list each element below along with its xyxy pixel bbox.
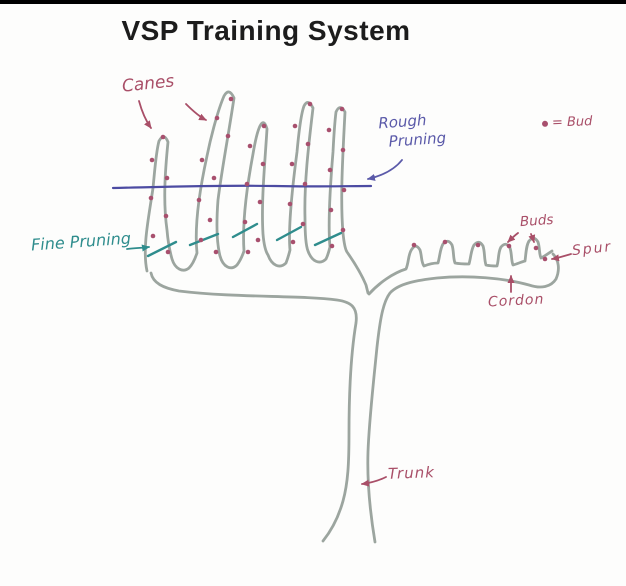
canes-arrow-right: [185, 103, 207, 121]
annotation-arrows: [126, 100, 572, 487]
page-title: VSP Training System: [121, 15, 411, 46]
rough-pruning-label-line1: Rough: [377, 111, 428, 133]
trunk-arrow: [361, 476, 387, 487]
pruning-wire-line: [111, 184, 373, 190]
fine-pruning-arrow: [126, 244, 150, 252]
fine-pruning-cut-marks: [146, 222, 343, 258]
top-border-bar: [0, 0, 626, 4]
bud-dots: [148, 96, 548, 262]
spur-cordon-top-path: [367, 236, 554, 296]
canes-arrow-left: [138, 100, 152, 129]
cordon-label: Cordon: [487, 291, 545, 311]
bud-legend: = Bud: [541, 114, 593, 132]
rough-pruning-label-line2: Pruning: [388, 128, 447, 151]
canes-and-cordon-top-path: [143, 90, 370, 295]
spur-arrow: [551, 253, 572, 262]
bud-dot-icon: [541, 120, 549, 128]
buds-arrow-left: [507, 232, 519, 243]
buds-label: Buds: [519, 211, 554, 231]
buds-arrow-right: [528, 233, 536, 243]
rough-pruning-arrow: [367, 159, 403, 181]
trunk-label: Trunk: [387, 463, 436, 483]
cordon-bottom-and-trunk-left-path: [149, 271, 358, 543]
rough-pruning-label: Rough Pruning: [378, 110, 447, 152]
vine-pencil-lines: [143, 90, 560, 544]
bud-legend-text: = Bud: [551, 114, 593, 131]
spur-cordon-bottom-and-trunk-right-path: [366, 252, 560, 544]
